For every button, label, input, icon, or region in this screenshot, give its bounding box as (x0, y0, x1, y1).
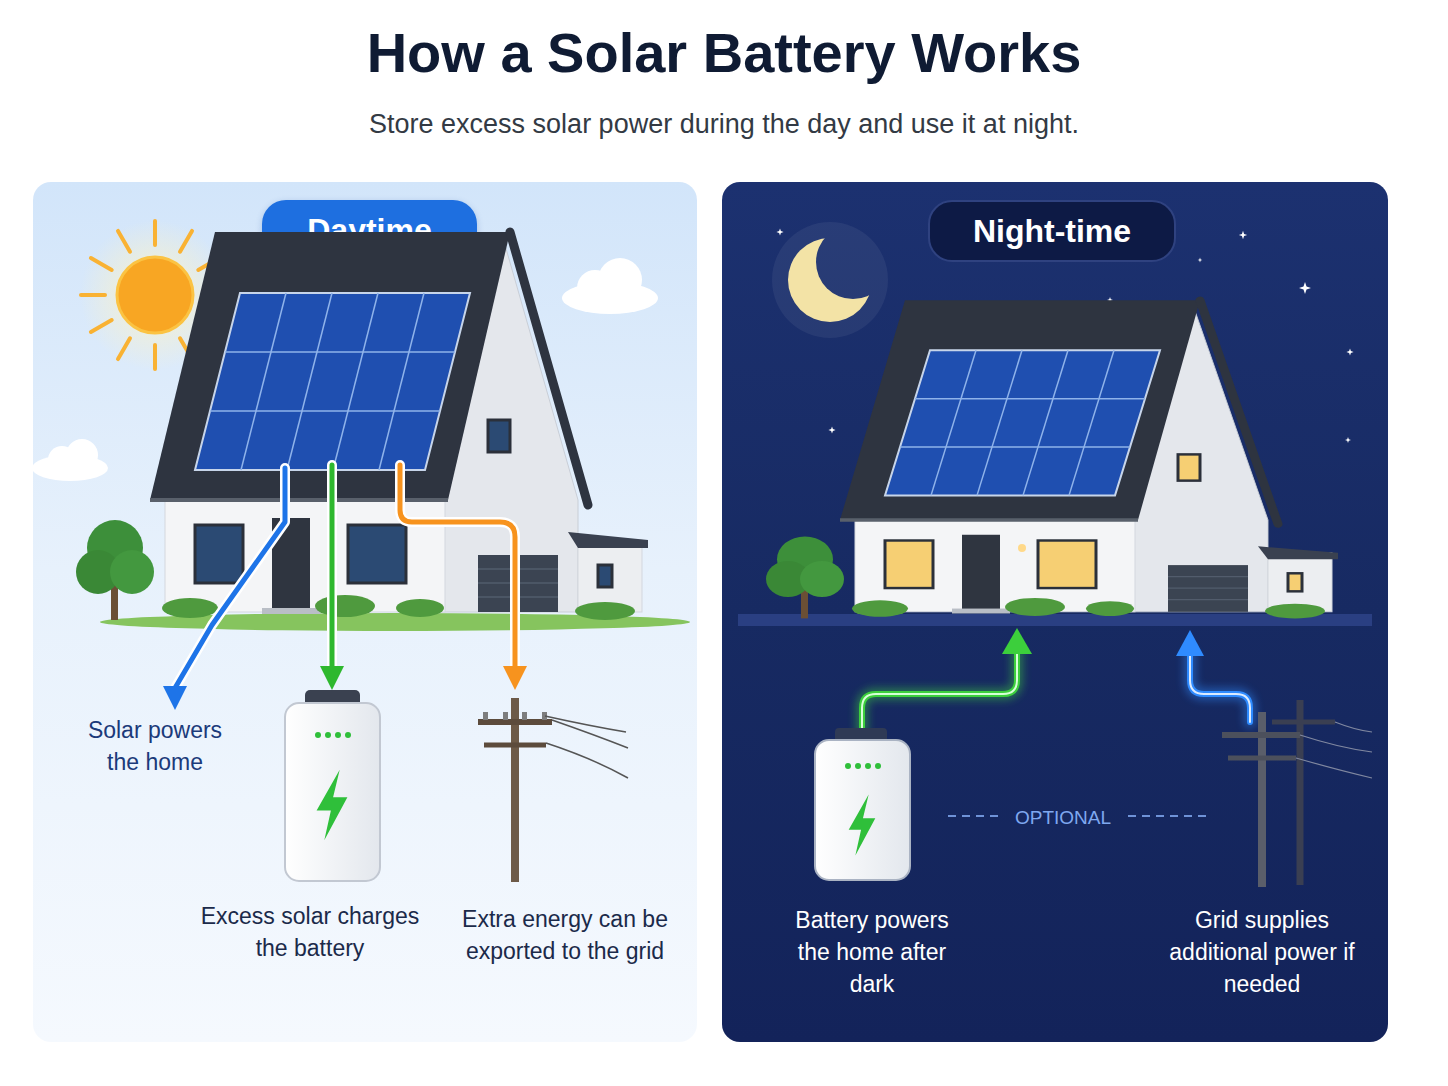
arrow-head (163, 686, 187, 710)
flow-arrows-day (175, 465, 515, 688)
heading-pill: Daytime (262, 200, 477, 260)
node-label: Excess solar charges the battery (200, 900, 420, 964)
stars (776, 228, 1353, 443)
node-label: Grid supplies additional power if needed (1162, 904, 1362, 1000)
arrow-head (320, 666, 344, 690)
heading-pill: Night-time (928, 200, 1176, 262)
day-panel: DaytimeExcess solar charges the battery E… (33, 182, 697, 1042)
sun (80, 220, 230, 370)
battery-node: Excess solar charges the battery (200, 685, 420, 975)
night-panel: Night-timeBattery powers the home after … (722, 182, 1388, 1042)
ground (738, 614, 1372, 626)
battery-node: Battery powers the home after dark (787, 722, 957, 1002)
caption-text: Store excess solar power during the day … (0, 106, 1448, 142)
arrow-head (1002, 628, 1032, 654)
power-pole (1222, 700, 1372, 887)
battery-symbol (815, 728, 910, 880)
grid-node: Grid supplies additional power if needed (1162, 722, 1362, 1002)
house-day (76, 232, 648, 620)
title-text: How a Solar Battery Works (0, 18, 1448, 88)
grid-node: Extra energy can be exported to the grid (450, 685, 680, 975)
wall-lamp (1018, 544, 1026, 552)
ground (100, 613, 690, 631)
cloud (32, 258, 658, 481)
node-label: Extra energy can be exported to the grid (450, 903, 680, 967)
flow-arrows-night (862, 652, 1250, 730)
house-night (766, 300, 1338, 618)
arrow-head (1176, 630, 1204, 656)
moon (772, 222, 888, 338)
optional-dashes (948, 815, 1210, 817)
battery-symbol (285, 690, 380, 881)
node-label: Battery powers the home after dark (787, 904, 957, 1000)
arrow-head (503, 666, 527, 690)
power-pole (478, 698, 628, 882)
